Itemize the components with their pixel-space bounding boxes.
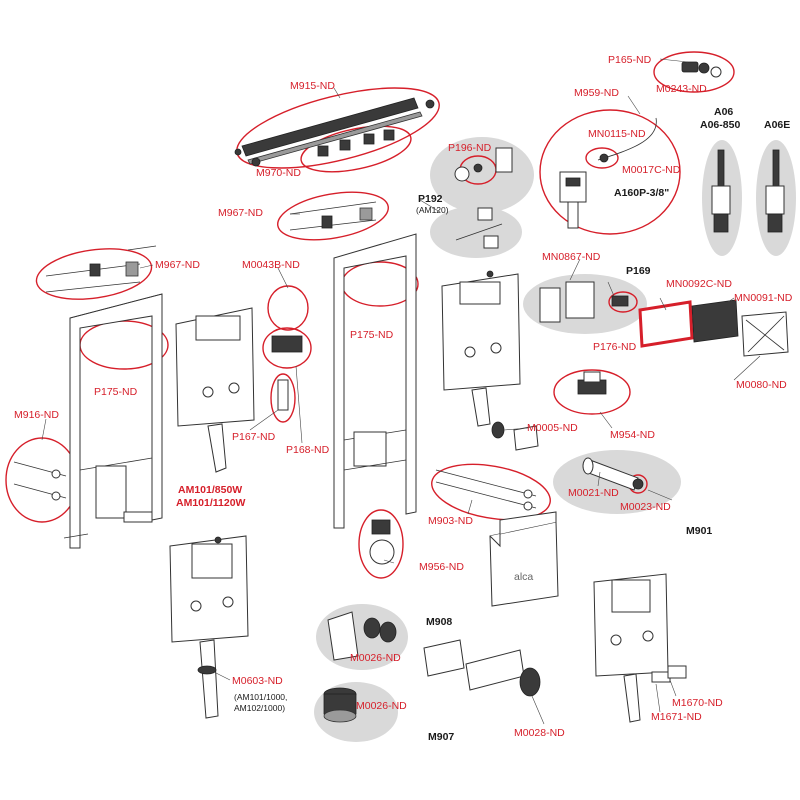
button-plates [638, 299, 789, 357]
ring-m903 [431, 463, 551, 521]
zone-p192 [430, 206, 522, 258]
label-p175-left: P175-ND [94, 386, 138, 398]
ring-m916 [5, 437, 79, 523]
ring-m0017c [585, 147, 619, 169]
label-p176: P176-ND [593, 341, 637, 353]
label-mn0092c: MN0092C-ND [666, 278, 732, 290]
label-m0603-sub1: (AM101/1000, [234, 692, 287, 702]
label-m954: M954-ND [610, 429, 655, 441]
ring-m967-left [35, 248, 153, 300]
ring-m954 [553, 369, 631, 415]
m0028-tube [423, 639, 541, 697]
label-a06-850: A06-850 [700, 119, 740, 131]
label-a160p: A160P-3/8" [614, 187, 669, 199]
m959-fill-valve [559, 117, 657, 229]
label-m959: M959-ND [574, 87, 619, 99]
alca-box [489, 511, 559, 607]
m956-clamp [369, 519, 395, 565]
frame-left [63, 293, 163, 549]
label-p167: P167-ND [232, 431, 276, 443]
ring-m967-top [277, 191, 389, 241]
m1670-fittings [651, 665, 687, 683]
label-am101-1120w: AM101/1120W [176, 497, 246, 509]
label-p196: P196-ND [448, 142, 492, 154]
label-p192: P192 [418, 193, 443, 205]
label-m916: M916-ND [14, 409, 59, 421]
m954-part [577, 371, 607, 395]
label-m0005: M0005-ND [527, 422, 578, 434]
label-m0026-b: M0026-ND [356, 700, 407, 712]
label-p169: P169 [626, 265, 651, 277]
label-m0243: M0243-ND [656, 83, 707, 95]
label-m0023: M0023-ND [620, 501, 671, 513]
label-m915: M915-ND [290, 80, 335, 92]
label-m967-left: M967-ND [155, 259, 200, 271]
m903-bolts [435, 469, 537, 511]
cistern-bottom-left [169, 535, 249, 719]
m907-seal [323, 687, 357, 723]
label-m0028: M0028-ND [514, 727, 565, 739]
label-a06: A06 [714, 106, 733, 118]
label-m0026-a: M0026-ND [350, 652, 401, 664]
ring-m0043b [267, 285, 309, 331]
m916-anchors [13, 461, 67, 501]
m970-brackets [317, 129, 395, 157]
label-p168: P168-ND [286, 444, 330, 456]
ring-m0243 [653, 51, 735, 93]
label-m901: M901 [686, 525, 712, 537]
leader-lines [41, 58, 761, 725]
label-m908: M908 [426, 616, 452, 628]
ring-m959 [539, 109, 681, 235]
p196-valve-parts [454, 147, 513, 249]
label-m1671: M1671-ND [651, 711, 702, 723]
ring-p168 [262, 327, 312, 369]
label-mn0115: MN0115-ND [588, 128, 646, 140]
m0005-pipe [491, 421, 539, 451]
ring-m970 [300, 125, 412, 173]
cistern-middle [441, 270, 521, 427]
label-m0017c: M0017C-ND [622, 164, 681, 176]
label-m0021: M0021-ND [568, 487, 619, 499]
label-m0043b: M0043B-ND [242, 259, 300, 271]
label-m903: M903-ND [428, 515, 473, 527]
label-m967-top: M967-ND [218, 207, 263, 219]
label-m0603: M0603-ND [232, 675, 283, 687]
p169-mechanism [539, 281, 629, 323]
frame-middle [333, 233, 417, 529]
ring-p176 [608, 291, 638, 313]
label-a06e: A06E [764, 119, 790, 131]
m967-top-brackets [289, 201, 377, 231]
p165-fitting [681, 61, 722, 78]
a06-valve [711, 149, 731, 233]
label-p175-mid: P175-ND [350, 329, 394, 341]
label-mn0867: MN0867-ND [542, 251, 601, 263]
label-m970: M970-ND [256, 167, 301, 179]
ring-m956 [358, 509, 404, 579]
m967-left-brackets [45, 245, 157, 293]
label-m956: M956-ND [419, 561, 464, 573]
label-m0080: M0080-ND [736, 379, 787, 391]
a06e-valve [765, 149, 785, 233]
cistern-bottom-right [593, 573, 669, 723]
brand-logo: alca [514, 571, 533, 583]
ring-p167 [270, 373, 296, 423]
m915-rails [234, 97, 435, 167]
label-p165: P165-ND [608, 54, 652, 66]
p167-p168-parts [271, 335, 303, 411]
label-m907: M907 [428, 731, 454, 743]
label-p192-sub: (AM120) [416, 205, 449, 215]
label-mn0091: MN0091-ND [734, 292, 793, 304]
label-m0603-sub2: AM102/1000) [234, 703, 285, 713]
label-m1670: M1670-ND [672, 697, 723, 709]
m908-seals [327, 611, 397, 661]
cistern-left-top [175, 307, 255, 473]
m901-pipe [582, 457, 644, 491]
label-am101-850w: AM101/850W [178, 484, 242, 496]
